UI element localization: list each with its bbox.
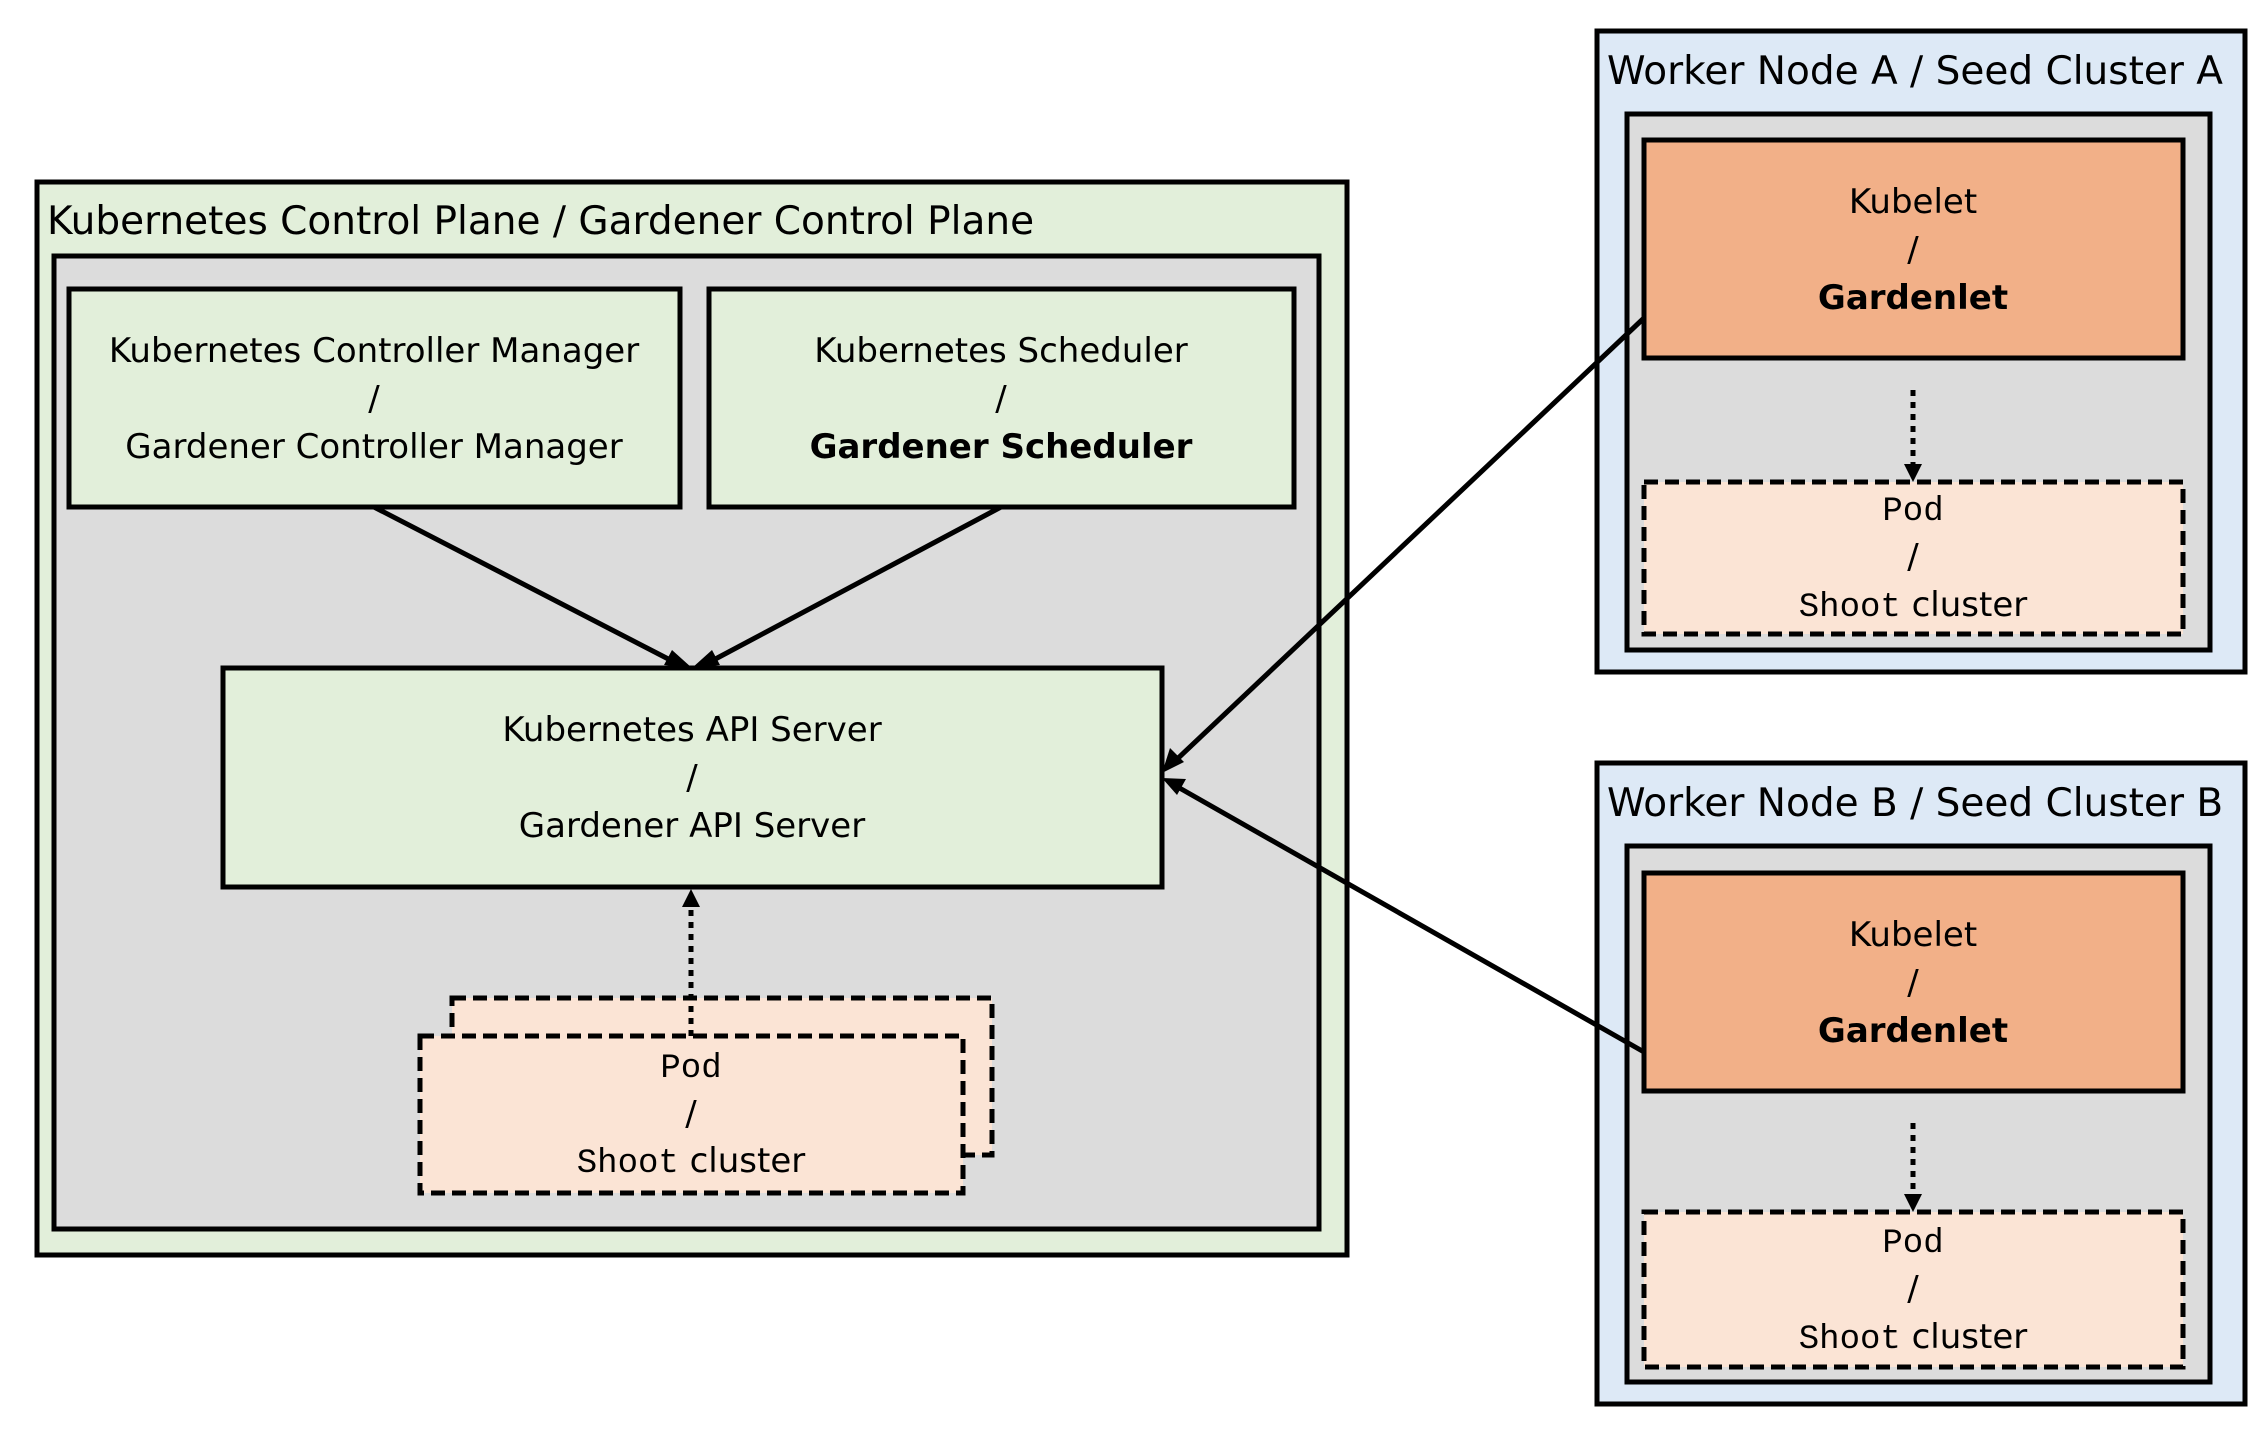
- worker-a-kubelet-line1: Kubelet: [1849, 182, 1977, 222]
- connectors: [372, 316, 1922, 1212]
- control-plane: Kubernetes Control Plane / Gardener Cont…: [34, 179, 1350, 1258]
- arrowhead-gardenlet-b: [1162, 778, 1186, 795]
- api-server-separator: /: [686, 758, 698, 798]
- worker-a-pod-shoot: Shoot: [1799, 589, 1901, 627]
- worker-b-pod-box: Pod / Shoot cluster: [1641, 1209, 2186, 1370]
- controller-manager-box: Kubernetes Controller Manager / Gardener…: [66, 286, 683, 510]
- cp-pod-shoot: Shoot: [577, 1145, 679, 1183]
- api-server-box: Kubernetes API Server / Gardener API Ser…: [220, 665, 1165, 890]
- worker-b-pod-cluster: cluster: [1901, 1317, 2027, 1357]
- arrowhead-scheduler: [692, 650, 720, 668]
- api-server-line2: Gardener API Server: [519, 806, 865, 846]
- worker-b-pod-line1: Pod: [1882, 1225, 1943, 1263]
- worker-a-kubelet-box: Kubelet / Gardenlet: [1641, 137, 2186, 361]
- arrow-gardenlet-a-to-api: [1171, 316, 1646, 765]
- scheduler-separator: /: [995, 379, 1007, 419]
- worker-a-kubelet-separator: /: [1907, 230, 1919, 270]
- scheduler-line1: Kubernetes Scheduler: [814, 331, 1188, 371]
- control-plane-pod-stack: Pod / Shoot cluster: [417, 995, 995, 1196]
- cp-pod-separator: /: [685, 1094, 697, 1134]
- arrow-controller-manager-to-api: [372, 504, 680, 667]
- arrowhead-kubelet-a-to-pod: [1904, 464, 1922, 482]
- arrowhead-kubelet-b-to-pod: [1904, 1194, 1922, 1212]
- worker-a-pod-cluster: cluster: [1901, 585, 2027, 625]
- scheduler-line2: Gardener Scheduler: [810, 427, 1193, 467]
- worker-b-pod-separator: /: [1907, 1269, 1919, 1309]
- pod-stack-front: [417, 1033, 966, 1196]
- worker-b-kubelet-box: Kubelet / Gardenlet: [1641, 870, 2186, 1094]
- control-plane-title: Kubernetes Control Plane / Gardener Cont…: [47, 199, 1034, 244]
- controller-manager-line2: Gardener Controller Manager: [125, 427, 622, 467]
- cp-pod-cluster: cluster: [679, 1141, 805, 1181]
- cp-pod-line2: Shoot cluster: [577, 1141, 805, 1183]
- worker-a-pod-box: Pod / Shoot cluster: [1641, 479, 2186, 637]
- api-server-line1: Kubernetes API Server: [502, 710, 881, 750]
- arrow-gardenlet-b-to-api: [1174, 783, 1646, 1055]
- worker-b-kubelet-separator: /: [1907, 963, 1919, 1003]
- worker-a-pod-separator: /: [1907, 537, 1919, 577]
- worker-b-gardenlet: Gardenlet: [1818, 1011, 2008, 1051]
- worker-b-kubelet-line1: Kubelet: [1849, 915, 1977, 955]
- scheduler-box: Kubernetes Scheduler / Gardener Schedule…: [706, 286, 1297, 510]
- arrowhead-gardenlet-a: [1162, 748, 1184, 773]
- worker-node-a: Worker Node A / Seed Cluster A Kubelet /…: [1594, 28, 2248, 675]
- controller-manager-line1: Kubernetes Controller Manager: [109, 331, 639, 371]
- arrowhead-controller-manager: [664, 650, 692, 668]
- worker-b-pod-line2: Shoot cluster: [1799, 1317, 2027, 1359]
- worker-b-title: Worker Node B / Seed Cluster B: [1607, 781, 2223, 826]
- worker-a-pod-line1: Pod: [1882, 493, 1943, 531]
- worker-a-gardenlet: Gardenlet: [1818, 278, 2008, 318]
- worker-b-pod-shoot: Shoot: [1799, 1321, 1901, 1359]
- worker-node-b: Worker Node B / Seed Cluster B Kubelet /…: [1594, 760, 2248, 1407]
- cp-pod-line1: Pod: [660, 1050, 721, 1088]
- controller-manager-separator: /: [368, 379, 380, 419]
- arrowhead-pod-to-api: [682, 889, 700, 907]
- worker-a-title: Worker Node A / Seed Cluster A: [1607, 49, 2223, 94]
- worker-a-pod-line2: Shoot cluster: [1799, 585, 2027, 627]
- arrow-scheduler-to-api: [704, 504, 1003, 667]
